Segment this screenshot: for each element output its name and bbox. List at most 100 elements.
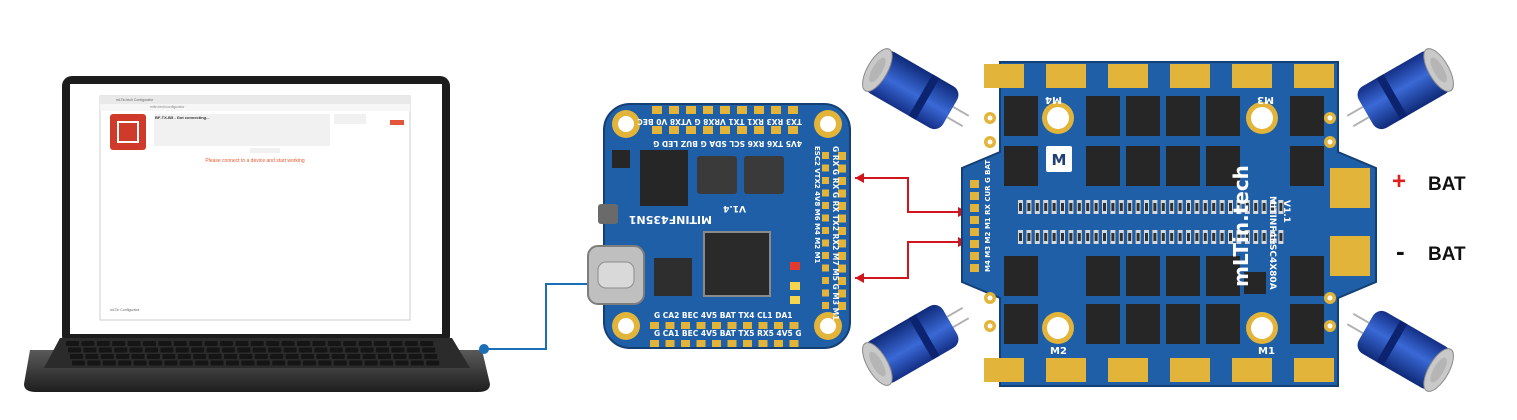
fc-pad bbox=[838, 264, 846, 273]
keyboard-key bbox=[70, 354, 83, 359]
keyboard-key bbox=[252, 347, 266, 353]
esc-ceramic-cap-body bbox=[1187, 203, 1190, 211]
esc-ceramic-cap-body bbox=[1203, 203, 1207, 211]
fc-bottom-row-label: G CA2 BEC 4V5 BAT TX4 CL1 DA1 bbox=[654, 311, 792, 320]
keyboard-key bbox=[316, 354, 330, 359]
esc-ceramic-cap-body bbox=[1128, 233, 1132, 241]
esc-motor-pad bbox=[1294, 64, 1334, 88]
keyboard-key bbox=[268, 347, 282, 353]
fc-pad bbox=[822, 302, 829, 309]
fc-boot-button[interactable] bbox=[598, 204, 618, 224]
esc-signal-pin bbox=[970, 240, 979, 248]
esc-ceramic-cap-body bbox=[1111, 233, 1115, 241]
connection-status: BF-TX-B5 - Got connecting... bbox=[155, 115, 210, 120]
keyboard-key bbox=[314, 347, 328, 353]
keyboard-key bbox=[254, 354, 268, 359]
keyboard-key bbox=[281, 341, 295, 346]
fc-pad bbox=[838, 177, 846, 185]
fc-pad bbox=[838, 164, 846, 173]
esc-signal-pins bbox=[970, 180, 979, 272]
keyboard-key bbox=[87, 360, 101, 366]
esc-motor-pad bbox=[984, 358, 1024, 382]
keyboard-key bbox=[329, 347, 343, 353]
keyboard-key bbox=[66, 341, 79, 346]
fc-pad bbox=[650, 340, 659, 347]
esc-mosfet bbox=[1086, 304, 1120, 344]
esc-mosfet bbox=[1004, 146, 1038, 186]
keyboard-key bbox=[226, 360, 239, 366]
keyboard-key bbox=[395, 360, 409, 366]
fc-pad bbox=[822, 289, 829, 297]
fc-pad bbox=[771, 126, 781, 134]
fc-pad bbox=[822, 202, 829, 209]
fc-pad bbox=[737, 126, 747, 134]
keyboard-key bbox=[235, 341, 249, 346]
fc-pad bbox=[822, 252, 829, 259]
esc-polarity-pad-center bbox=[1327, 323, 1333, 329]
fc-pad bbox=[743, 340, 752, 347]
fc-mount-hole-center bbox=[820, 116, 836, 132]
esc-mosfet bbox=[1126, 96, 1160, 136]
keyboard-key bbox=[220, 341, 233, 346]
keyboard-key bbox=[239, 354, 253, 359]
keyboard-key bbox=[358, 341, 372, 346]
esc-mosfet bbox=[1290, 256, 1324, 296]
keyboard-key bbox=[299, 347, 312, 353]
esc-mosfet bbox=[1206, 304, 1240, 344]
esc-motor-pad bbox=[1294, 358, 1334, 382]
keyboard-key bbox=[270, 354, 284, 359]
keyboard-key bbox=[85, 354, 99, 359]
battery-minus-label: BAT bbox=[1428, 244, 1466, 265]
electrolytic-capacitors bbox=[862, 48, 1454, 392]
keyboard-key bbox=[391, 347, 405, 353]
keyboard-key bbox=[327, 341, 341, 346]
esc-ceramic-cap-body bbox=[1027, 233, 1031, 241]
keyboard-key bbox=[158, 341, 172, 346]
fc-pad bbox=[822, 189, 829, 197]
fc-pad bbox=[720, 126, 730, 134]
esc-ceramic-cap-body bbox=[1086, 233, 1090, 241]
fc-mcu-chip bbox=[703, 231, 771, 297]
connect-message: Please connect to a device and start wor… bbox=[205, 158, 305, 164]
esc-motor-label-m4: M4 bbox=[1045, 94, 1062, 105]
keyboard-key bbox=[149, 360, 162, 366]
esc-mosfet bbox=[1086, 96, 1120, 136]
esc-polarity-pad-center bbox=[987, 139, 993, 145]
fc-led-yellow bbox=[790, 296, 800, 304]
fc-gyro-chip bbox=[697, 156, 737, 194]
keyboard-key bbox=[318, 360, 332, 366]
electrolytic-capacitor bbox=[862, 48, 970, 130]
esc-ceramic-cap-body bbox=[1271, 203, 1274, 211]
browser-address[interactable]: mltin.tech/configurator bbox=[150, 105, 185, 109]
esc-motor-pad bbox=[984, 64, 1024, 88]
fc-pad bbox=[822, 164, 829, 172]
keyboard-key bbox=[297, 341, 310, 346]
fc-pad bbox=[838, 214, 846, 223]
browser-tab-bar bbox=[100, 96, 410, 104]
fc-right-pads bbox=[822, 152, 846, 310]
keyboard-key bbox=[301, 354, 314, 359]
esc-ceramic-cap-body bbox=[1035, 233, 1039, 241]
esc-ceramic-cap-body bbox=[1153, 233, 1157, 241]
esc-mosfet bbox=[1086, 256, 1120, 296]
esc-ceramic-cap-body bbox=[1161, 203, 1165, 211]
esc-motor-pad bbox=[1170, 64, 1210, 88]
browser-tab[interactable]: mLTin.tech Configurator bbox=[116, 98, 154, 102]
keyboard-key bbox=[208, 354, 222, 359]
esc-ceramic-cap-body bbox=[1254, 203, 1258, 211]
esc-ceramic-cap-body bbox=[1061, 233, 1064, 241]
esc-ceramic-cap-body bbox=[1136, 233, 1140, 241]
fc-board-version: V1.4 bbox=[723, 203, 746, 213]
esc-ceramic-cap-body bbox=[1103, 203, 1106, 211]
fc-pad bbox=[822, 264, 829, 272]
esc-polarity-pad-center bbox=[987, 323, 993, 329]
esc-ceramic-cap-body bbox=[1069, 233, 1073, 241]
keyboard-key bbox=[127, 341, 141, 346]
connect-button[interactable] bbox=[390, 120, 404, 125]
esc-ceramic-cap-body bbox=[1212, 203, 1216, 211]
keyboard-key bbox=[424, 354, 438, 359]
keyboard-key bbox=[347, 354, 361, 359]
keyboard-key bbox=[177, 354, 191, 359]
fc-pad bbox=[788, 106, 798, 114]
